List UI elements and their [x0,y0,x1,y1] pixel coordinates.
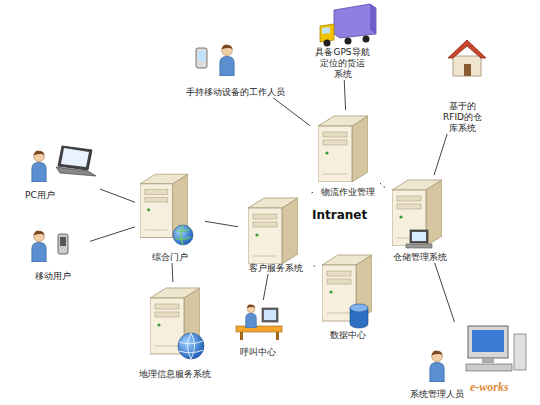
connection-line [263,274,268,300]
node-label: 仓储管理系统 [393,252,447,263]
person-icon [32,231,46,262]
person-icon [430,351,444,382]
system-node: 系统管理人员 [405,322,530,400]
truck-icon [320,4,376,47]
customer-service-server-icon [248,198,298,264]
logistics-server-icon [318,116,368,182]
node-label: 地理信息服务系统 [139,369,211,380]
intranet-link [380,183,385,187]
node-label: 基于的 RFID的仓 库系统 [439,101,487,134]
handheld-worker-icon [196,45,234,76]
node-label: 呼叫中心 [240,347,276,358]
system-node: 地理信息服务系统 [125,282,225,380]
connection-line [434,134,447,175]
node-label: 具备GPS导航 定位的货运 系统 [313,47,373,80]
portal-server-icon [140,174,193,245]
network-label: Intranet [312,208,367,222]
system-node: 仓储管理系统 [380,175,460,263]
call-center-icon [236,305,282,340]
system-node: 基于的 RFID的仓 库系统 [425,38,500,134]
connection-line [100,189,135,202]
pc-user-icon [32,146,96,182]
system-node: PC用户 [15,145,100,201]
connection-line [435,263,455,322]
house-icon [448,40,486,76]
system-node: 移动用户 [15,225,90,282]
person-icon [220,45,234,76]
intranet-link [310,192,313,195]
connection-line [344,80,345,110]
system-node: 综合门户 [135,168,205,263]
data-center-server-icon [322,255,372,328]
watermark: e-works [470,380,509,395]
person-icon [32,151,46,182]
system-node: 呼叫中心 [228,300,288,358]
node-label: PC用户 [25,190,55,201]
connection-line [172,263,174,282]
intranet-link [313,265,315,267]
node-label: 物流作业管理 [321,187,375,198]
system-node: 手持移动设备的工作人员 [170,40,300,98]
connection-line [90,227,135,242]
node-label: 数据中心 [330,330,366,341]
connection-line [205,221,238,226]
node-label: 手持移动设备的工作人员 [186,87,285,98]
node-label: 移动用户 [35,271,71,282]
system-node: 数据中心 [315,248,380,341]
person-icon [246,305,257,328]
system-node: 具备GPS导航 定位的货运 系统 [300,0,385,80]
system-node: 物流作业管理 [310,110,385,198]
mobile-user-icon [32,231,68,262]
warehouse-server-icon [392,180,442,248]
node-label: 综合门户 [152,252,188,263]
node-label: 系统管理人员 [410,389,464,400]
connection-line [273,98,310,126]
gis-server-icon [150,288,204,359]
admin-icon [430,326,526,382]
system-node: 客户服务系统 [238,192,313,274]
node-label: 客户服务系统 [249,263,303,274]
